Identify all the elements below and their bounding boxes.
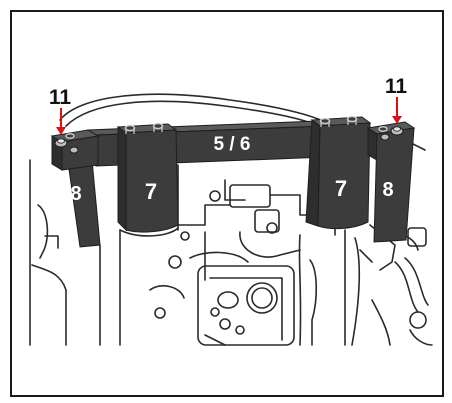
left-block-7-side [125,129,179,233]
label-crossbar: 5 / 6 [214,134,251,155]
right-block-7-side [317,122,371,230]
label-left-leg-8: 8 [70,183,81,205]
callout-11-right: 11 [385,75,408,98]
label-right-block-7: 7 [335,176,347,201]
callout-arrow-right [392,97,402,124]
engine-block-drawing [29,93,433,346]
bolt-11-left [54,138,79,154]
label-left-block-7: 7 [145,179,157,204]
bolt-hole-columns [125,119,357,134]
callout-arrow-left [56,108,66,135]
right-end-block-front [367,127,378,161]
label-right-leg-8: 8 [382,179,393,201]
callout-11-left: 11 [49,86,72,109]
bolt-11-right [380,126,404,141]
left-block-7-front [117,126,127,232]
camshaft-locking-tool [50,115,416,248]
left-end-block-side [61,135,99,171]
